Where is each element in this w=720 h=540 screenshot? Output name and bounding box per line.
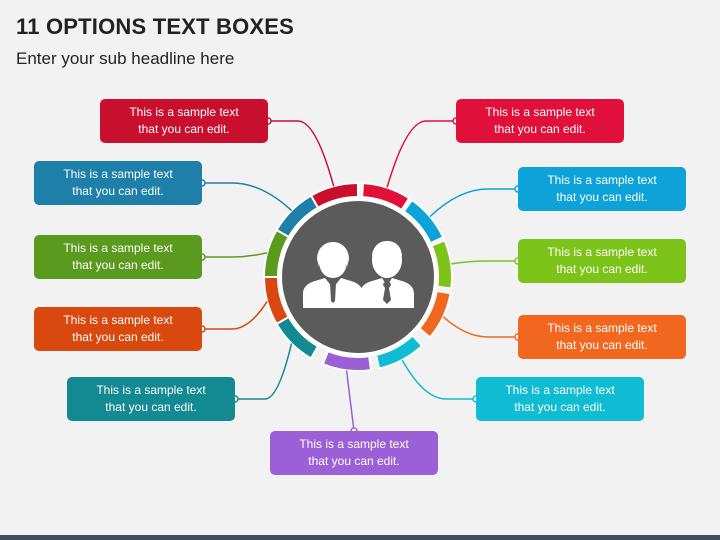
- businessmen-icon: [303, 241, 414, 308]
- connector-line: [386, 120, 456, 188]
- connector-line: [235, 343, 293, 400]
- text-box-label: This is a sample text that you can edit.: [63, 313, 173, 344]
- bottom-bar: [0, 535, 720, 540]
- text-box-label: This is a sample text that you can edit.: [129, 105, 239, 136]
- text-box-label: This is a sample text that you can edit.: [547, 321, 657, 352]
- center-circle: [278, 197, 438, 357]
- connector-line: [345, 370, 355, 432]
- connector-line: [401, 359, 476, 400]
- text-box-label: This is a sample text that you can edit.: [505, 383, 615, 414]
- text-box-10[interactable]: This is a sample text that you can edit.: [476, 377, 644, 421]
- connector-lines: [198, 117, 522, 435]
- text-box-11[interactable]: This is a sample text that you can edit.: [270, 431, 438, 475]
- text-box-label: This is a sample text that you can edit.: [63, 167, 173, 198]
- text-box-5[interactable]: This is a sample text that you can edit.: [34, 235, 202, 279]
- text-box-8[interactable]: This is a sample text that you can edit.: [518, 315, 686, 359]
- text-box-4[interactable]: This is a sample text that you can edit.: [518, 167, 686, 211]
- connector-line: [202, 182, 293, 212]
- text-box-1[interactable]: This is a sample text that you can edit.: [100, 99, 268, 143]
- connector-line: [202, 300, 268, 330]
- text-box-label: This is a sample text that you can edit.: [96, 383, 206, 414]
- text-box-label: This is a sample text that you can edit.: [547, 245, 657, 276]
- text-box-7[interactable]: This is a sample text that you can edit.: [34, 307, 202, 351]
- text-box-label: This is a sample text that you can edit.: [63, 241, 173, 272]
- text-box-6[interactable]: This is a sample text that you can edit.: [518, 239, 686, 283]
- text-box-label: This is a sample text that you can edit.: [485, 105, 595, 136]
- connector-line: [450, 260, 518, 265]
- connector-line: [429, 188, 518, 218]
- text-box-label: This is a sample text that you can edit.: [299, 437, 409, 468]
- connector-line: [202, 251, 268, 258]
- connector-line: [268, 120, 335, 187]
- page-title: 11 OPTIONS TEXT BOXES: [16, 14, 295, 39]
- connector-line: [442, 316, 518, 338]
- text-box-3[interactable]: This is a sample text that you can edit.: [34, 161, 202, 205]
- text-box-2[interactable]: This is a sample text that you can edit.: [456, 99, 624, 143]
- page-subtitle: Enter your sub headline here: [16, 49, 235, 68]
- text-box-9[interactable]: This is a sample text that you can edit.: [67, 377, 235, 421]
- text-box-label: This is a sample text that you can edit.: [547, 173, 657, 204]
